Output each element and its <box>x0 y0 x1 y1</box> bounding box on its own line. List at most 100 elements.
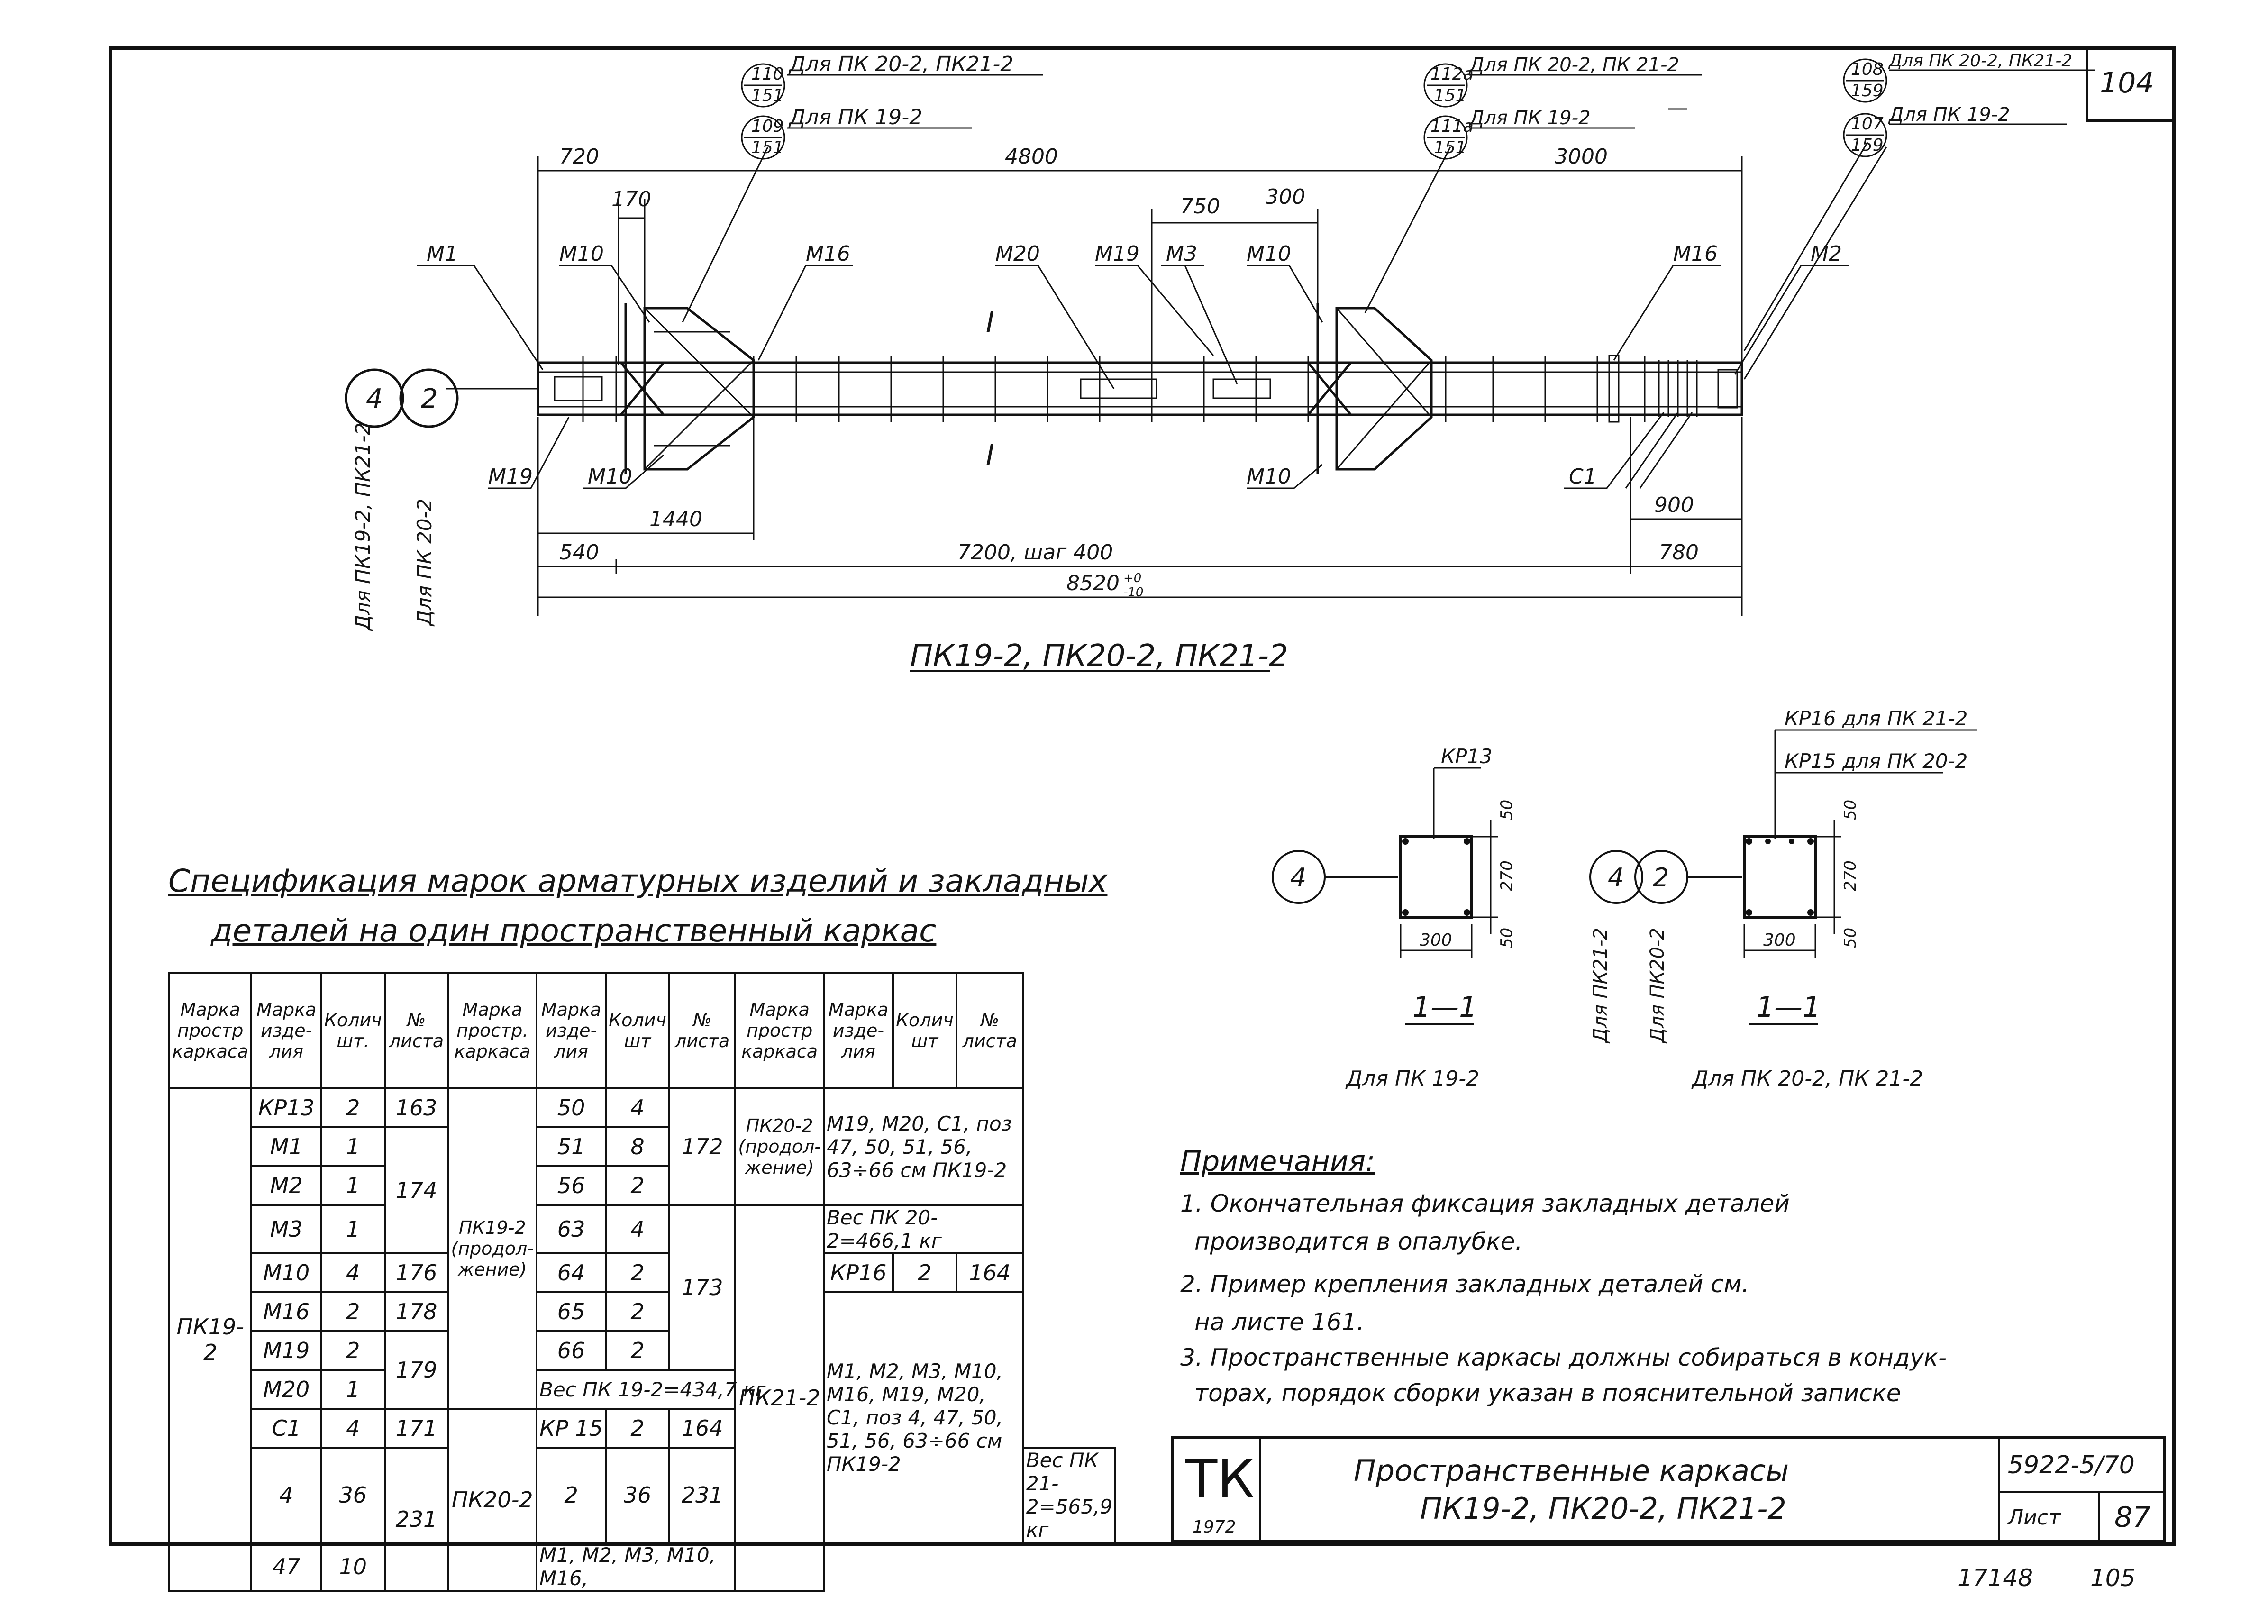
note-2b: на листе 161. <box>1194 1308 1365 1336</box>
section-left-dim-50-top: 50 <box>1497 800 1516 820</box>
cell-item: 66 <box>536 1330 607 1371</box>
cell-sheet: 171 <box>383 1408 449 1449</box>
table-header-row: Марка простр каркаса Марка изде- лия Кол… <box>168 972 1115 1089</box>
cell-qty: 36 <box>320 1447 386 1543</box>
circle-4-label: 4 <box>366 383 383 414</box>
mark-m19-bottom: М19 <box>488 465 533 489</box>
cross-sections: 4 КР13 300 270 50 50 1—1 Для ПК 19-2 4 2… <box>1272 707 1977 1091</box>
section-right-dim-50-bottom: 50 <box>1841 928 1860 948</box>
corner-sheet-number-box <box>2086 46 2176 122</box>
m1-plate <box>554 376 603 401</box>
cell-qty: 2 <box>892 1252 957 1293</box>
cell-qty: 36 <box>605 1447 670 1543</box>
cell-qty: 4 <box>605 1204 670 1254</box>
circle-2-left <box>399 368 459 428</box>
mark-m16-right: М16 <box>1673 242 1718 266</box>
section-right-label: 1—1 <box>1756 991 1821 1024</box>
table-row: М1 1 174 51 8 <box>169 1126 1115 1254</box>
circle-4-left <box>345 368 404 428</box>
cell-qty: 1 <box>320 1165 386 1206</box>
title-block: ТК 1972 Пространственные каркасы ПК19-2,… <box>1171 1436 2166 1543</box>
section-right-kr15: КР15 для ПК 20-2 <box>1785 749 1968 773</box>
cell-item: С1 <box>250 1408 322 1449</box>
cell-sheet: 179 <box>383 1330 449 1410</box>
cell-item: 56 <box>536 1165 607 1206</box>
cell-sheet: 173 <box>668 1204 737 1371</box>
pk21-2-text: М1, М2, М3, М10, М16, М19, М20, С1, поз … <box>822 1291 1024 1543</box>
cell-qty: 4 <box>605 1087 670 1128</box>
section-right-vertical-2: Для ПК20-2 <box>1647 928 1668 1044</box>
circle-2-label: 2 <box>421 383 438 414</box>
dim-tol-bottom: -10 <box>1123 585 1143 600</box>
dimension-lines <box>537 156 1743 616</box>
cell-qty: 4 <box>320 1252 386 1293</box>
mark-c1: С1 <box>1569 465 1597 489</box>
section-right-kr16: КР16 для ПК 21-2 <box>1785 707 1968 730</box>
cell-item: КР13 <box>250 1087 322 1128</box>
cell-qty: 2 <box>605 1330 670 1371</box>
callout-111a-top: 111а <box>1430 117 1474 136</box>
vertical-label-1: Для ПК19-2, ПК21-2 <box>351 423 374 631</box>
table-row: М10 4 176 64 2 КР16 2 164 <box>169 1252 1115 1293</box>
cell-item: 63 <box>536 1204 607 1254</box>
footer-inventory-number: 17148 <box>1958 1564 2033 1592</box>
note-2a: 2. Пример крепления закладных деталей см… <box>1180 1270 1749 1298</box>
cell-item: 64 <box>536 1252 607 1293</box>
cell-sheet: 174 <box>383 1126 449 1254</box>
stamp-sheet-label: Лист <box>2008 1505 2061 1530</box>
cell-qty: 2 <box>320 1087 386 1128</box>
note-3b: торах, порядок сборки указан в пояснител… <box>1194 1379 1901 1407</box>
spec-title-line-1: Спецификация марок арматурных изделий и … <box>168 863 1108 899</box>
table-row: 47 10 М1, М2, М3, М10, М16, <box>169 1542 1115 1592</box>
section-right-square <box>1743 835 1817 919</box>
cell-sheet: 172 <box>668 1087 737 1206</box>
pk20-2-items: М1, М2, М3, М10, М16, <box>536 1542 737 1592</box>
table-row: С1 4 171 ПК20-2 КР 15 2 164 <box>169 1408 1115 1592</box>
footer-page-number: 105 <box>2090 1564 2136 1592</box>
section-right-dim-50-top: 50 <box>1841 800 1860 820</box>
callout-111a-bottom: 151 <box>1434 138 1466 157</box>
cell-item: 47 <box>250 1542 322 1592</box>
cell-qty: 1 <box>320 1126 386 1167</box>
stamp-code: 5922-5/70 <box>2008 1451 2135 1479</box>
section-right-circle-2-label: 2 <box>1653 863 1669 893</box>
stamp-org: ТК <box>1185 1449 1255 1509</box>
m16-right-plate <box>1608 355 1620 423</box>
section-right-caption: Для ПК 20-2, ПК 21-2 <box>1691 1067 1923 1091</box>
section-left-label: 1—1 <box>1412 991 1477 1024</box>
table-row: М3 1 63 4 173 ПК21-2 Вес ПК 20-2=466,1 к… <box>169 1204 1115 1592</box>
frame-elevation-drawing: 720 4800 170 750 300 3000 1440 540 7200,… <box>345 51 2095 674</box>
cell-item: М10 <box>250 1252 322 1293</box>
dim-300: 300 <box>1266 185 1305 209</box>
dim-3000: 3000 <box>1555 145 1608 169</box>
mark-m3: М3 <box>1166 242 1197 266</box>
header-item-3: Марка изде- лия <box>822 972 894 1089</box>
cell-item: М16 <box>250 1291 322 1332</box>
frame-pk19-2-cont: ПК19-2 (продол- жение) <box>447 1087 538 1410</box>
cell-qty: 4 <box>320 1408 386 1449</box>
dim-8520: 8520 <box>1066 571 1120 595</box>
cell-sheet: 163 <box>383 1087 449 1128</box>
section-left-kr13: КР13 <box>1441 745 1493 768</box>
dim-tol-top: +0 <box>1123 571 1141 585</box>
empty-cell <box>824 1542 1115 1591</box>
callout-112a-text: Для ПК 20-2, ПК 21-2 <box>1468 54 1679 76</box>
dim-540: 540 <box>559 540 599 565</box>
header-sheet-3: № листа <box>955 972 1024 1089</box>
table-row: М19 2 179 66 2 <box>169 1330 1115 1410</box>
header-qty-3: Колич шт <box>892 972 957 1089</box>
header-item-1: Марка изде- лия <box>250 972 322 1089</box>
cell-qty: 2 <box>320 1330 386 1371</box>
mark-m2: М2 <box>1811 242 1842 266</box>
stamp-title-2: ПК19-2, ПК20-2, ПК21-2 <box>1420 1491 1786 1526</box>
callout-111a-text: Для ПК 19-2 <box>1468 107 1591 129</box>
section-mark-bottom: I <box>986 438 994 472</box>
right-haunch <box>1307 303 1433 474</box>
cell-qty: 2 <box>605 1252 670 1293</box>
callout-108-bottom: 159 <box>1851 81 1884 100</box>
cell-sheet: 231 <box>383 1447 449 1592</box>
section-right-vertical-1: Для ПК21-2 <box>1590 928 1612 1044</box>
cell-qty: 1 <box>320 1204 386 1254</box>
cell-item: М3 <box>250 1204 322 1254</box>
callout-108-text: Для ПК 20-2, ПК21-2 <box>1888 51 2072 71</box>
